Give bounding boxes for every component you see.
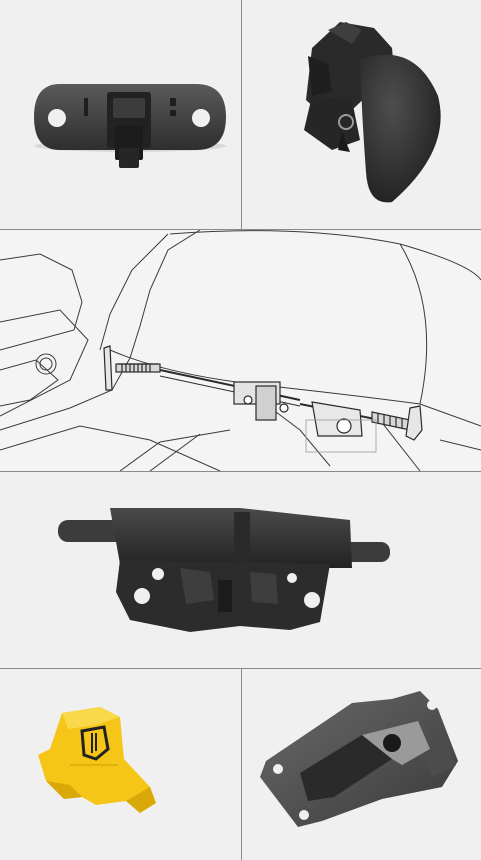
latch-knob-graphic xyxy=(304,22,441,203)
product-image-latch-mechanism[interactable] xyxy=(0,472,481,668)
product-image-door-handle[interactable] xyxy=(242,669,481,860)
product-image-oval-latch[interactable] xyxy=(0,0,241,229)
product-image-latch-knob[interactable] xyxy=(242,0,481,229)
divider-horizontal-1 xyxy=(0,229,481,230)
divider-vertical-top xyxy=(241,0,242,229)
divider-vertical-bottom xyxy=(241,669,242,860)
dashboard-line-drawing xyxy=(0,230,481,471)
latch-mechanism-graphic xyxy=(58,508,390,632)
oval-latch-graphic xyxy=(34,84,226,168)
product-image-yellow-clip[interactable] xyxy=(0,669,241,860)
glovebox-latch-diagram[interactable] xyxy=(0,230,481,471)
divider-horizontal-2 xyxy=(0,471,481,472)
divider-horizontal-3 xyxy=(0,668,481,669)
yellow-clip-graphic xyxy=(38,707,156,813)
door-handle-graphic xyxy=(260,691,458,827)
